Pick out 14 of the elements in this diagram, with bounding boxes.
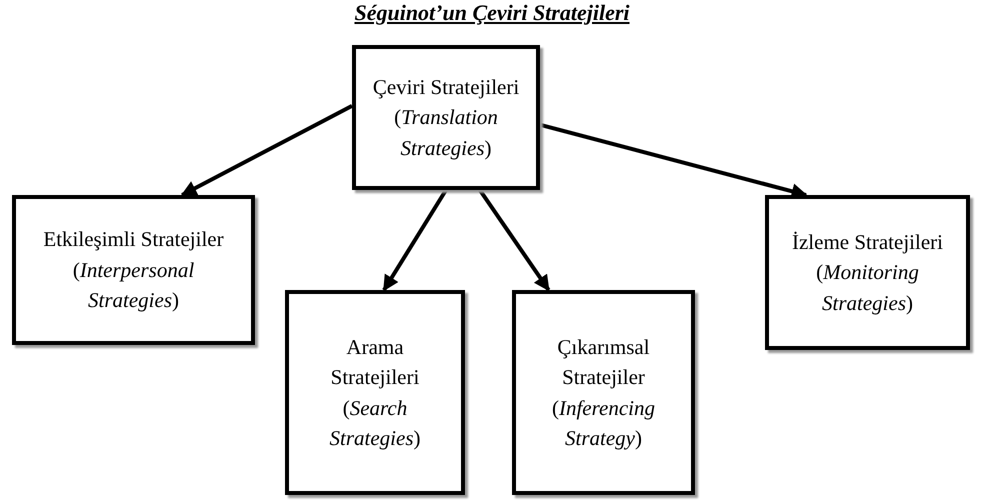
strategy-box [352, 45, 540, 190]
box-label: Çeviri Stratejileri (Translation Strategies) [372, 74, 520, 162]
arrow [478, 188, 550, 292]
strategy-box [512, 290, 695, 495]
strategy-box [765, 195, 970, 350]
box-label: Çıkarımsal Stratejiler (Inferencing Strategy) [550, 334, 656, 452]
box-label: Arama Stratejileri (Search Strategies) [328, 334, 422, 452]
strategy-box [12, 195, 255, 345]
box-label: İzleme Stratejileri (Monitoring Strategies) [790, 228, 944, 317]
box-label: Etkileşimli Stratejiler (Interpersonal Strategies) [42, 226, 225, 314]
diagram-title: Séguinot’un Çeviri Stratejileri [353, 0, 631, 26]
arrow [180, 104, 353, 197]
arrow [382, 188, 448, 292]
strategy-box [285, 290, 465, 495]
